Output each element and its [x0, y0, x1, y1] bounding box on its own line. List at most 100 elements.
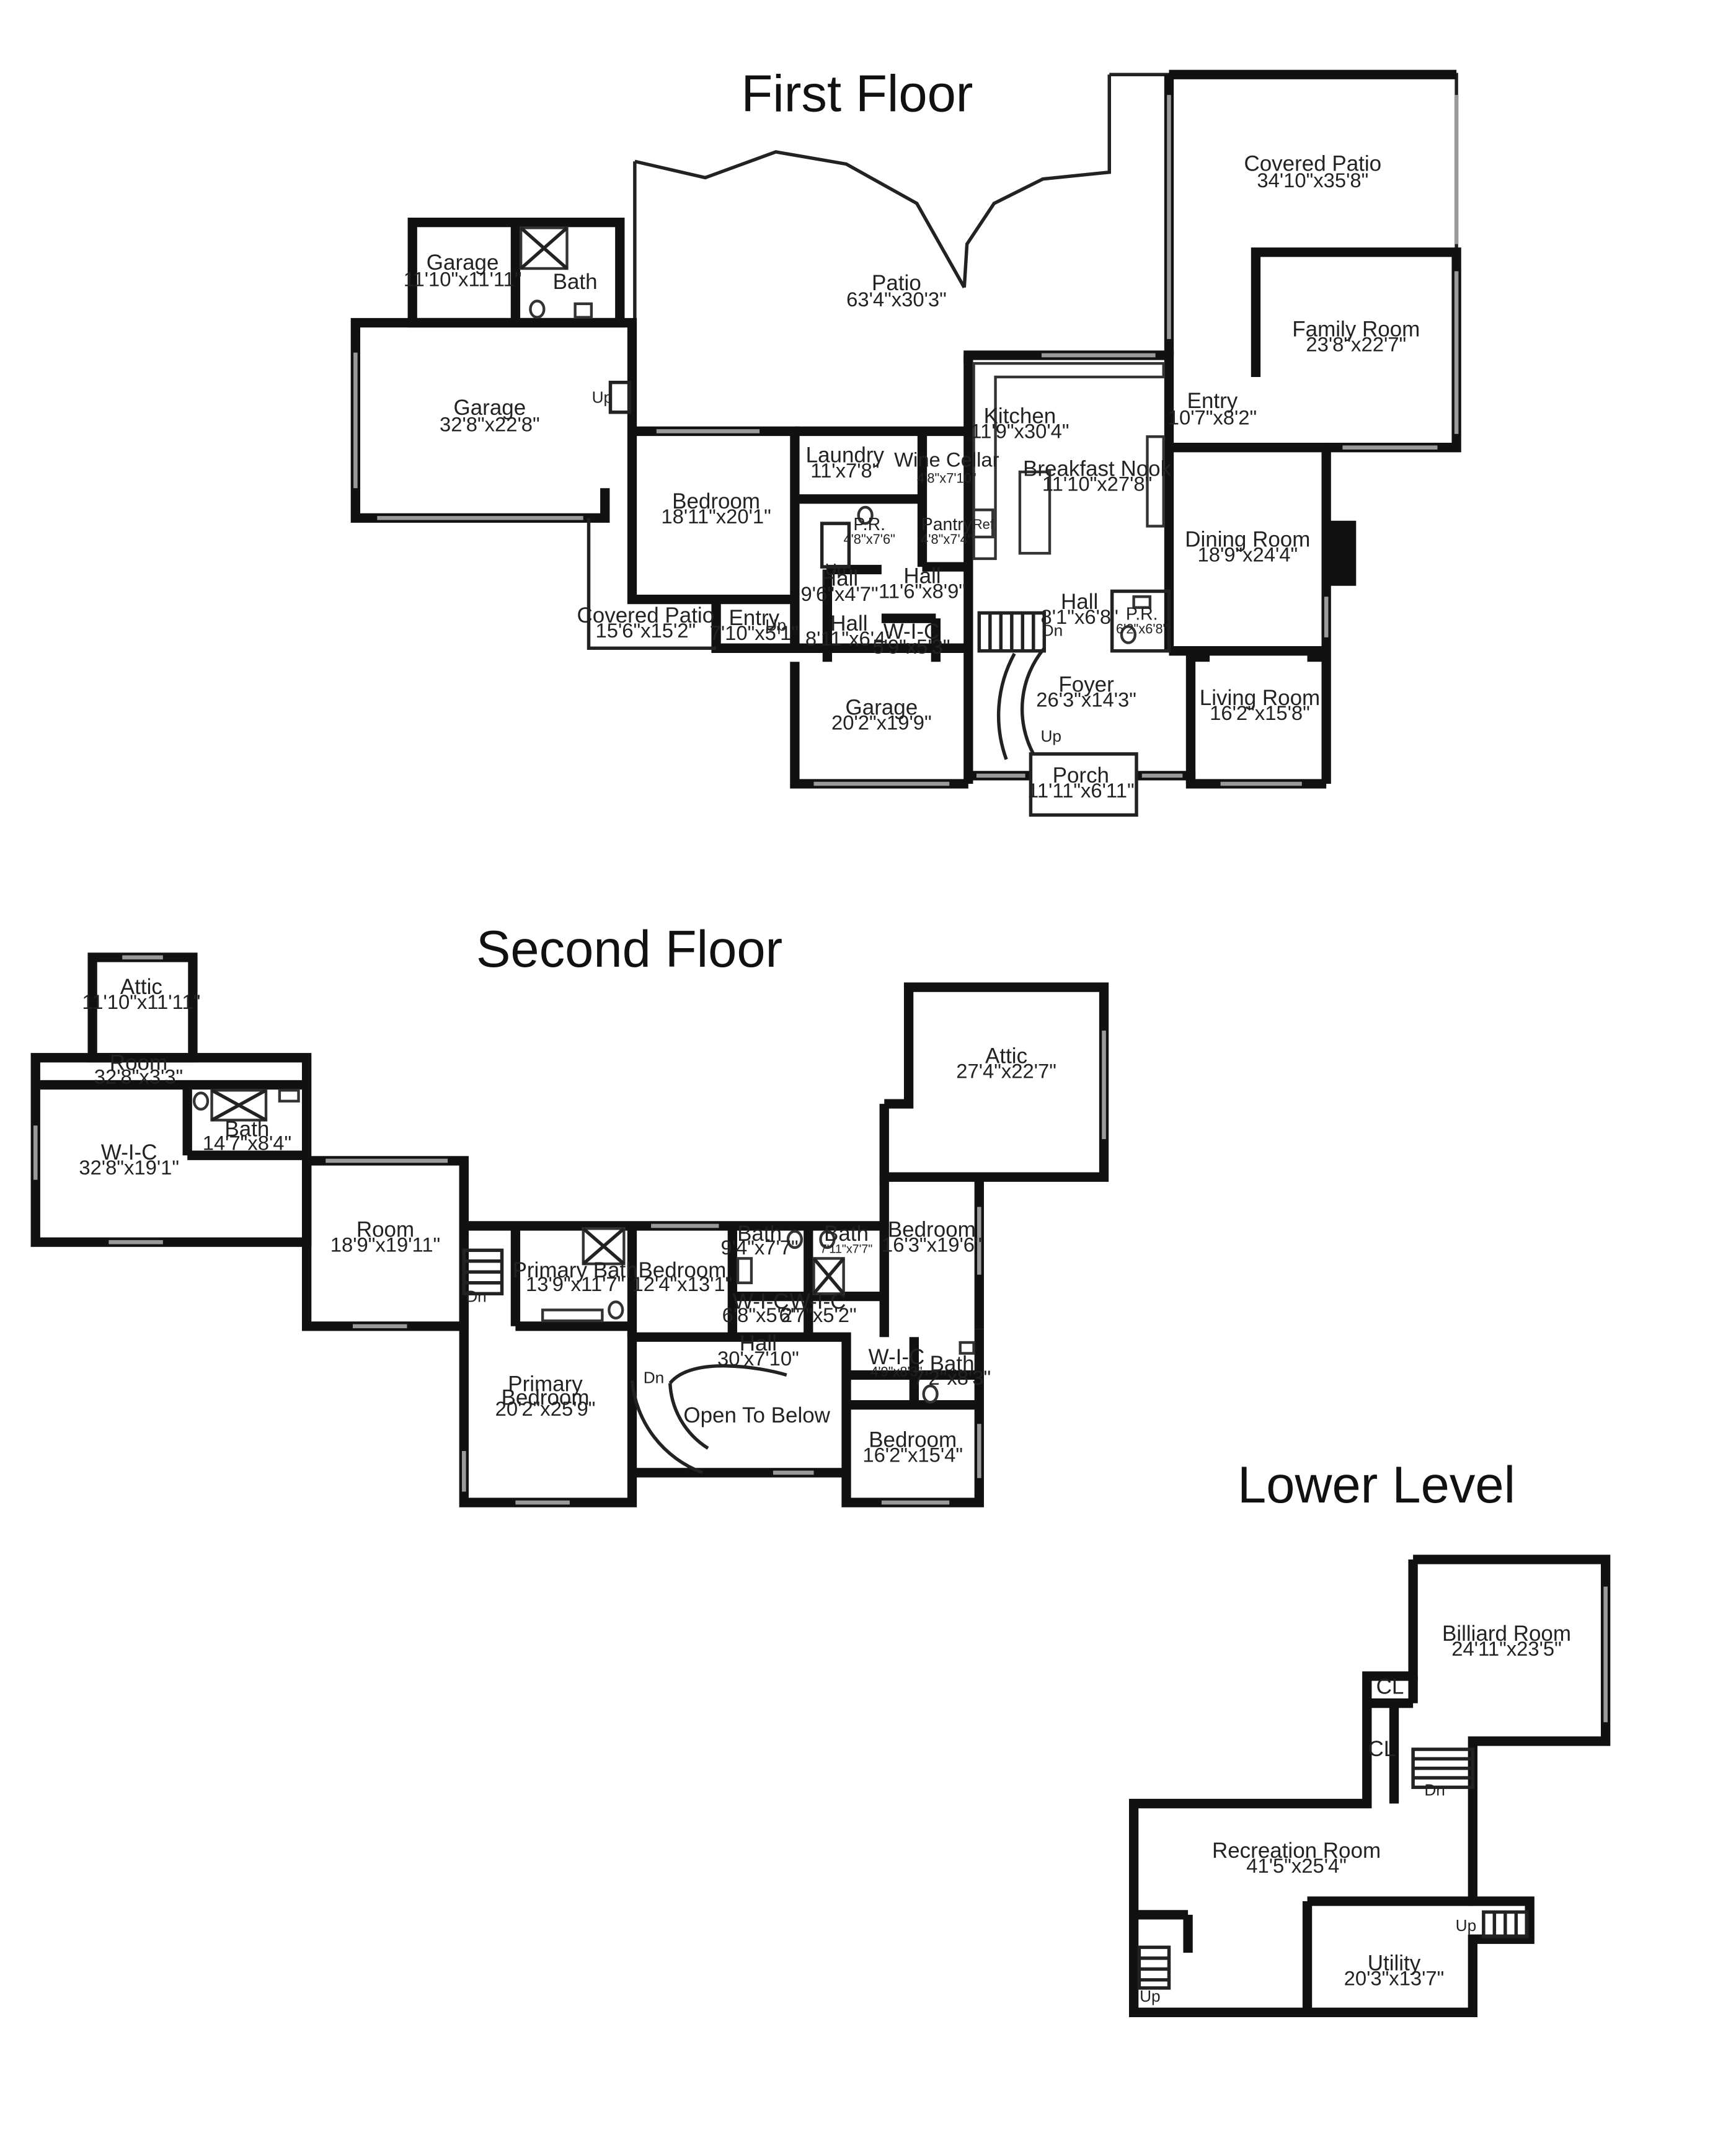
room-dim: 8'1"x6'8" [1041, 605, 1118, 628]
room-dim: 18'9"x24'4" [1197, 543, 1298, 566]
room-name: Bath [930, 1352, 975, 1376]
room-dim: 30'x7'10" [717, 1347, 799, 1370]
room-dim: 20'2"x25'9" [495, 1397, 596, 1420]
room-dim: 11'11"x6'11" [1027, 779, 1135, 802]
room-dim: 26'3"x14'3" [1036, 688, 1136, 711]
room-name: Bath [553, 270, 598, 294]
room-dim: 15'6"x15'2" [596, 619, 696, 642]
room-name-2: Bedroom [502, 1386, 590, 1410]
room-name: Breakfast Nook [1023, 457, 1172, 481]
room-dim: 16'2"x15'8" [1210, 701, 1310, 724]
second-floor-labels: Attic 11'10"x11'11" Room 32'8"x3'3" Bath… [79, 975, 1056, 1466]
room-name: Attic [985, 1044, 1027, 1068]
lower-level-stairs [1137, 1747, 1529, 1990]
room-name: Hall [903, 564, 941, 588]
first-floor: First Floor [350, 64, 1461, 817]
room-name: Garage [427, 251, 499, 275]
room-dim: 11'10"x11'11" [82, 990, 200, 1013]
room-dim: 16'3"x19'6" [882, 1233, 982, 1256]
second-floor-stairs [462, 1248, 787, 1475]
room-dim: 7'10"x5'1" [710, 621, 799, 644]
room-dim: 7'2"x8'3" [913, 1366, 991, 1389]
room-name: Billiard Room [1442, 1622, 1571, 1646]
room-name: Covered Patio [577, 603, 715, 628]
room-dim: 24'11"x23'5" [1451, 1637, 1561, 1660]
room-name: Bath [737, 1222, 782, 1246]
room-dim: 8'11"x6'4" [805, 627, 893, 650]
room-name: Garage [846, 695, 918, 719]
room-dim: 5'9"x5'3" [872, 635, 950, 658]
room-name: Porch [1053, 763, 1109, 788]
room-dim: 4'8"x7'6" [843, 531, 895, 547]
room-dim: 6'2"x6'8" [1116, 621, 1167, 636]
lower-level-labels: Billiard Room 24'11"x23'5" CL CL Recreat… [1140, 1622, 1571, 2005]
room-dim: 9'6"x4'7" [800, 582, 878, 605]
room-dim: 41'5"x25'4" [1246, 1854, 1347, 1877]
stair-mark: Up [1040, 727, 1061, 745]
room-dim: 13'9"x11'7" [526, 1272, 624, 1295]
second-floor-fixtures [192, 1088, 975, 1475]
room-name: Living Room [1200, 686, 1320, 710]
room-name: Utility [1368, 1951, 1421, 1976]
room-dim: 18'11"x20'1" [661, 505, 771, 528]
room-name: Covered Patio [1244, 152, 1381, 176]
room-dim: 11'x7'8" [810, 459, 879, 482]
room-name: CL [1376, 1674, 1404, 1698]
stair-mark: Dn [644, 1369, 665, 1387]
room-dim: 12'4"x13'1" [632, 1272, 733, 1295]
room-name: Bedroom [869, 1427, 957, 1452]
stair-mark: Up [766, 616, 787, 634]
room-dim: 11'6"x8'9" [879, 579, 966, 602]
room-name: Pantry [921, 515, 973, 535]
room-name: Entry [728, 606, 779, 630]
room-dim: 20'3"x13'7" [1344, 1967, 1445, 1990]
room-name: Hall [821, 567, 858, 591]
stair-mark: Dn [466, 1287, 487, 1305]
room-name: Entry [1187, 389, 1238, 413]
stair-mark: Up [1456, 1916, 1477, 1935]
room-name: Family Room [1292, 317, 1420, 341]
refrigerator-label: Ref [973, 517, 994, 532]
first-floor-windows [353, 95, 1459, 786]
room-dim: 34'10"x35'8" [1257, 169, 1368, 192]
room-name: Dining Room [1185, 527, 1310, 551]
stair-mark: Up [592, 388, 613, 407]
room-dim: 11'10"x27'8" [1042, 473, 1152, 495]
room-dim: 32'8"x19'1" [79, 1156, 179, 1179]
second-floor-walls [30, 952, 1109, 1507]
room-dim: 27'4"x22'7" [956, 1060, 1056, 1083]
room-name: Hall [830, 611, 867, 636]
room-name: Hall [1061, 590, 1098, 614]
room-name: Foyer [1058, 672, 1114, 696]
room-dim: 9'4"x7'7" [720, 1236, 798, 1259]
room-name: Kitchen [984, 404, 1056, 428]
room-name: Wine Cellar [894, 448, 999, 471]
room-dim: 10'7"x8'2" [1168, 406, 1257, 428]
stair-mark: Up [1140, 1987, 1161, 2005]
stair-mark: Up [825, 560, 846, 579]
room-name: Bath [824, 1222, 869, 1246]
room-dim: 7'11"x7'7" [820, 1243, 873, 1256]
room-name: W-I-C [790, 1289, 846, 1313]
second-floor: Second Floor [30, 920, 1109, 1507]
room-name: Bedroom [672, 489, 760, 513]
room-name: Room [110, 1050, 167, 1075]
room-dim: 6'7"x5'2" [779, 1303, 856, 1326]
room-dim: 16'2"x15'4" [862, 1443, 963, 1466]
room-dim: 4'8"x7'4" [921, 531, 972, 547]
room-name: W-I-C [733, 1289, 789, 1313]
room-dim: 6'8"x5'2" [722, 1303, 800, 1326]
room-name: P.R. [1126, 604, 1158, 624]
second-floor-title: Second Floor [476, 920, 782, 978]
room-name: Primary [508, 1372, 583, 1396]
room-name: W-I-C [869, 1345, 925, 1369]
room-name: Hall [740, 1331, 777, 1356]
room-dim: 4'9"x8'3" [870, 1364, 922, 1380]
room-dim: 14'7"x8'4" [203, 1131, 291, 1154]
lower-level: Lower Level [1128, 1456, 1611, 2017]
first-floor-walls [350, 69, 1461, 817]
room-name: CL [1368, 1737, 1396, 1761]
room-dim: 11'10"x11'11" [404, 267, 522, 290]
room-name: Room [356, 1217, 414, 1241]
second-floor-windows [33, 955, 1106, 1505]
